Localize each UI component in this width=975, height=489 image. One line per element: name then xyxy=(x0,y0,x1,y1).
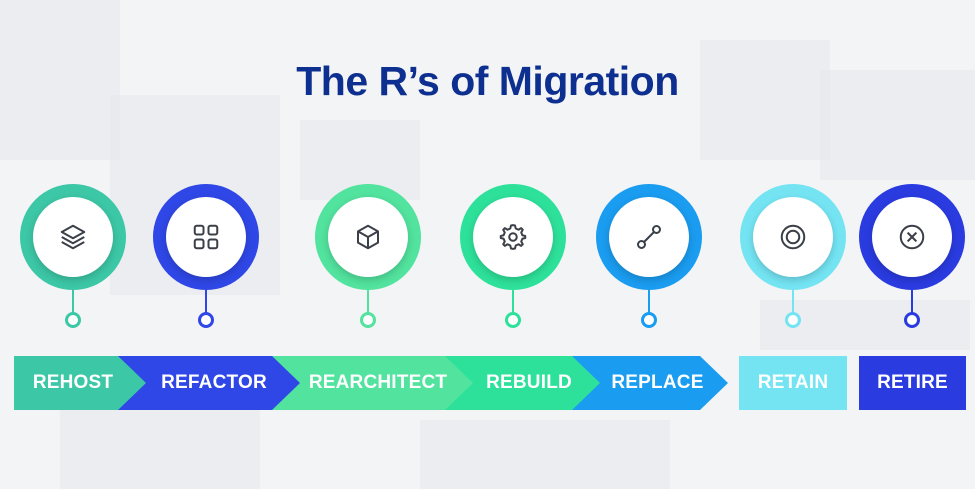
connector-dot xyxy=(785,312,801,328)
connector-line xyxy=(911,290,913,314)
connector-dot xyxy=(198,312,214,328)
band-segment-rebuild xyxy=(445,356,600,410)
node-icon-circle xyxy=(328,197,408,277)
band-segment-retire xyxy=(859,356,966,410)
label-rehost: REHOST xyxy=(32,372,114,393)
link-nodes-icon xyxy=(637,225,661,249)
label-refactor: REFACTOR xyxy=(161,372,267,393)
band-segment-retain xyxy=(739,356,847,410)
node-icon-circle xyxy=(872,197,952,277)
connector-dot xyxy=(505,312,521,328)
target-circle-icon xyxy=(780,224,806,250)
connector-line xyxy=(72,290,74,314)
label-retain: RETAIN xyxy=(757,372,829,393)
connector-line xyxy=(792,290,794,314)
cube-icon xyxy=(357,224,379,250)
band-segment-rehost xyxy=(14,356,146,410)
node-icon-circle xyxy=(33,197,113,277)
grid-icon xyxy=(193,224,219,250)
node-icon-circle xyxy=(473,197,553,277)
band-segment-rearchitect xyxy=(272,356,473,410)
layers-icon xyxy=(60,224,86,250)
gear-icon xyxy=(499,224,527,250)
label-rearchitect: REARCHITECT xyxy=(308,372,448,393)
page-title: The R’s of Migration xyxy=(296,58,679,104)
connector-line xyxy=(367,290,369,314)
label-rebuild: REBUILD xyxy=(486,372,572,393)
label-retire: RETIRE xyxy=(877,372,948,393)
band-segment-replace xyxy=(572,356,728,410)
connector-line xyxy=(512,290,514,314)
connector-dot xyxy=(360,312,376,328)
connector-dot xyxy=(641,312,657,328)
connector-line xyxy=(648,290,650,314)
connector-line xyxy=(205,290,207,314)
connector-dot xyxy=(904,312,920,328)
node-icon-circle xyxy=(166,197,246,277)
band-segment-refactor xyxy=(118,356,300,410)
close-circle-icon xyxy=(899,224,925,250)
label-replace: REPLACE xyxy=(611,372,704,393)
connector-dot xyxy=(65,312,81,328)
node-icon-circle xyxy=(609,197,689,277)
node-icon-circle xyxy=(753,197,833,277)
